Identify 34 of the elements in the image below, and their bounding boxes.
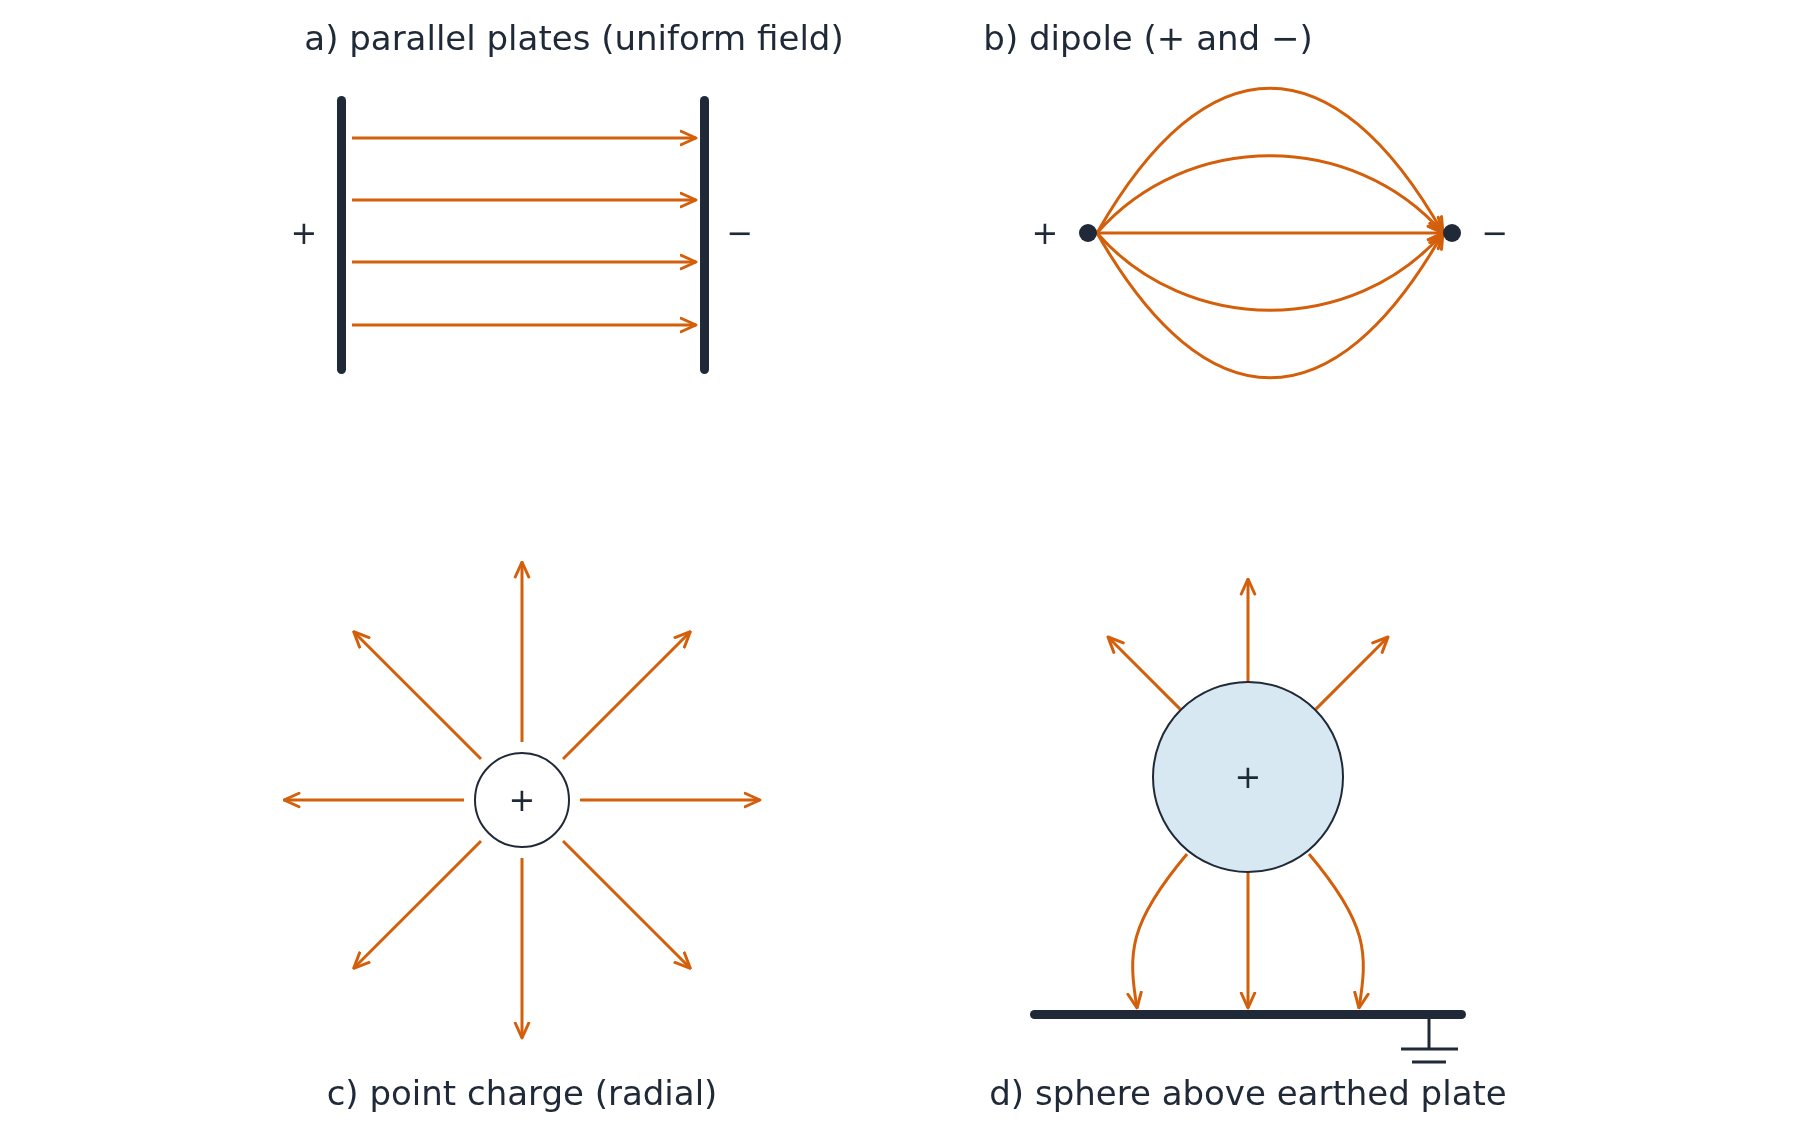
charge-dot <box>1079 224 1097 242</box>
field-line-arrow <box>1239 577 1257 681</box>
charge-sign: + <box>508 784 536 816</box>
field-line-arrow <box>1314 635 1390 711</box>
capacitor-plate <box>337 96 346 374</box>
field-line-arrow <box>580 791 762 809</box>
field-line-arrow <box>1126 853 1189 1010</box>
charge-sign: − <box>1481 217 1509 249</box>
panel-caption: a) parallel plates (uniform field) <box>304 18 844 58</box>
panel-caption: b) dipole (+ and −) <box>983 18 1313 58</box>
charge-sign: + <box>1031 217 1059 249</box>
field-line-arrow <box>1239 873 1257 1010</box>
field-line-arrow <box>513 858 531 1040</box>
field-line-arrow <box>352 253 698 271</box>
charge-sign: + <box>1234 761 1262 793</box>
field-line-arrow <box>352 839 483 970</box>
field-line-arrow <box>352 316 698 334</box>
field-line-arrow <box>1106 635 1182 711</box>
point-charge-circle <box>474 752 570 848</box>
panel-caption: c) point charge (radial) <box>326 1073 718 1113</box>
field-line-arrow <box>282 791 464 809</box>
field-line-arrow <box>1307 853 1370 1010</box>
panel-caption: d) sphere above earthed plate <box>989 1073 1507 1113</box>
capacitor-plate <box>700 96 709 374</box>
charge-dot <box>1443 224 1461 242</box>
field-line-arrow <box>561 630 692 761</box>
field-line-arrow <box>352 129 698 147</box>
field-line-arrow <box>513 560 531 742</box>
charge-sign: + <box>290 217 318 249</box>
field-line-arrow <box>352 630 483 761</box>
field-line-arrow <box>561 839 692 970</box>
field-line-arrow <box>352 191 698 209</box>
earthed-plate <box>1030 1010 1466 1019</box>
charge-sign: − <box>726 217 754 249</box>
